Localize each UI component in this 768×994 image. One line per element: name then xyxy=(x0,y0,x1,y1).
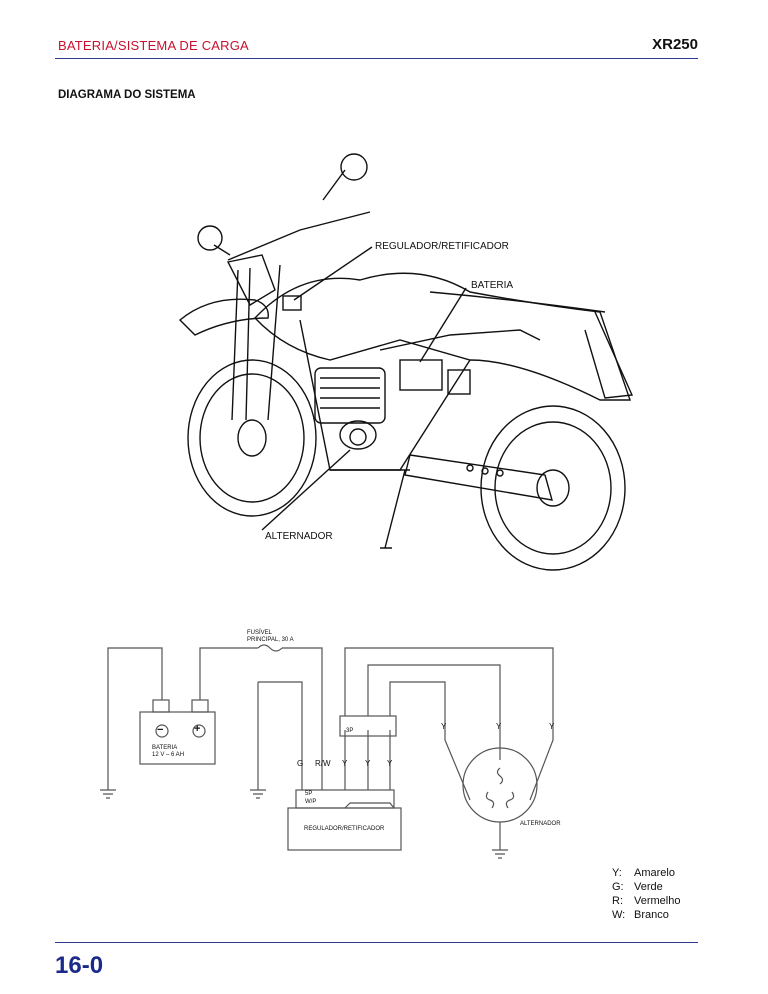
regulator-box-label: REGULADOR/RETIFICADOR xyxy=(304,826,385,832)
legend-item: R:Vermelho xyxy=(612,895,681,907)
label-regulator: REGULADOR/RETIFICADOR xyxy=(375,241,509,252)
wire-yc: Y xyxy=(549,722,555,731)
wire-rw: R/W xyxy=(315,759,331,768)
wire-y2: Y xyxy=(365,759,371,768)
fuse-label-2: PRINCIPAL, 30 A xyxy=(247,637,294,643)
legend-item: Y:Amarelo xyxy=(612,867,675,879)
battery-minus: − xyxy=(157,724,164,736)
legend-item: W:Branco xyxy=(612,909,669,921)
connector-wp-label: W/P xyxy=(305,799,317,805)
wire-y1: Y xyxy=(342,759,348,768)
label-alternator: ALTERNADOR xyxy=(265,531,333,542)
battery-label-2: 12 V – 6 AH xyxy=(152,752,185,758)
page-number: 16-0 xyxy=(55,952,104,979)
header-rule xyxy=(55,58,698,59)
battery-plus: + xyxy=(194,723,201,735)
header-section-title: BATERIA/SISTEMA DE CARGA xyxy=(58,38,249,53)
fuse-label-1: FUSÍVEL xyxy=(247,630,273,636)
wire-yb: Y xyxy=(496,722,502,731)
legend-item: G:Verde xyxy=(612,881,663,893)
wire-y3: Y xyxy=(387,759,393,768)
wire-g: G xyxy=(297,759,304,768)
wire-ya: Y xyxy=(441,722,447,731)
footer-rule xyxy=(55,942,698,943)
alternator-label: ALTERNADOR xyxy=(520,821,561,827)
connector-3p-label: 3P xyxy=(346,728,354,734)
label-battery: BATERIA xyxy=(471,280,514,291)
battery-symbol xyxy=(139,711,216,765)
battery-label-1: BATERIA xyxy=(152,745,178,751)
header-model: XR250 xyxy=(652,36,698,53)
page-heading: DIAGRAMA DO SISTEMA xyxy=(58,89,196,101)
connector-5p-label: 5P xyxy=(305,791,313,797)
color-legend: Y:Amarelo G:Verde R:Vermelho W:Branco xyxy=(612,866,680,922)
